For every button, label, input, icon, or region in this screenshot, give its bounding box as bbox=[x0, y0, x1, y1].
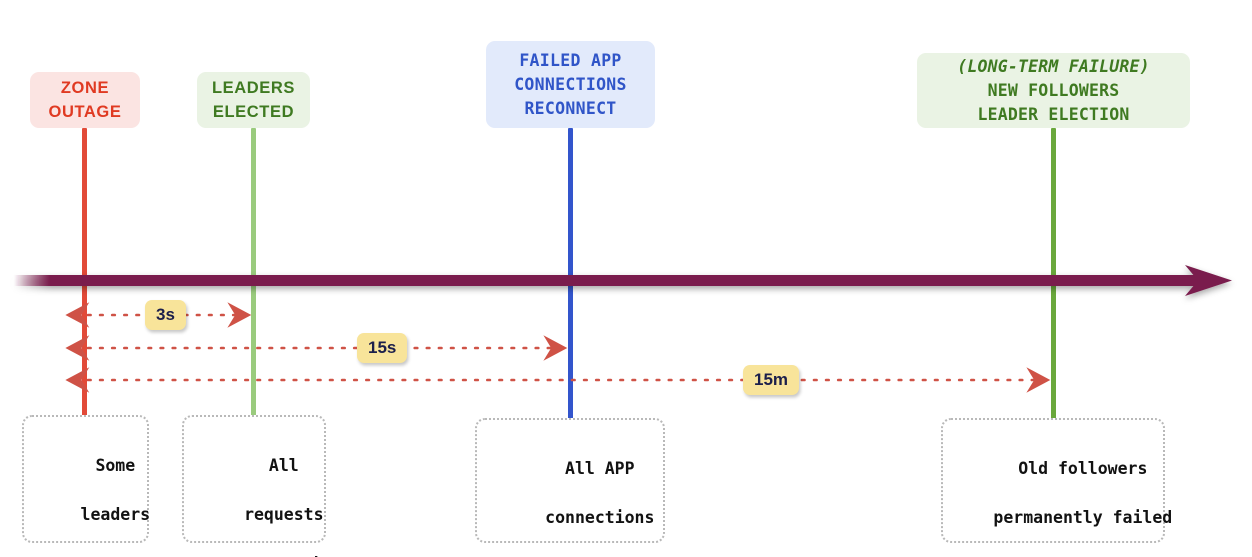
milestone-label-zone-outage: ZONE OUTAGE bbox=[30, 72, 140, 128]
detail-line: All APP bbox=[565, 458, 635, 478]
axis-arrowhead-icon bbox=[1185, 265, 1232, 296]
milestone-label-failed-app-connections: FAILED APP CONNECTIONS RECONNECT bbox=[486, 41, 655, 128]
duration-measure-3s bbox=[0, 302, 1252, 328]
detail-paragraph: All requests succeed bbox=[184, 429, 323, 557]
detail-line: Old followers bbox=[1018, 458, 1148, 478]
event-line-zone-outage bbox=[82, 128, 87, 422]
detail-line: Some bbox=[95, 455, 136, 475]
milestone-label-line: FAILED APP bbox=[519, 50, 622, 70]
milestone-label-line: ZONE bbox=[60, 79, 110, 97]
detail-line: not bbox=[100, 554, 130, 557]
detail-line: succeed bbox=[249, 554, 319, 557]
milestone-label-line: OUTAGE bbox=[48, 103, 122, 121]
duration-badge-15m: 15m bbox=[743, 365, 800, 395]
timeline-axis bbox=[0, 252, 1252, 308]
duration-measure-15m bbox=[0, 367, 1252, 393]
event-line-leaders-elected bbox=[251, 128, 256, 422]
detail-paragraph: All APP connections normal bbox=[486, 432, 655, 557]
detail-line: leaders bbox=[80, 504, 151, 524]
milestone-label-line: RECONNECT bbox=[524, 98, 617, 118]
duration-measure-15s bbox=[0, 335, 1252, 361]
detail-box-long-term-failure: Old followers permanently failed Tablets… bbox=[941, 418, 1172, 543]
duration-badge-15s: 15s bbox=[357, 333, 408, 363]
event-line-long-term-failure bbox=[1051, 128, 1056, 422]
detail-box-failed-app-connections: All APP connections normal bbox=[475, 418, 665, 557]
detail-line: All bbox=[268, 455, 299, 475]
axis-shaft bbox=[14, 275, 1206, 286]
axis-shaft-group bbox=[14, 265, 1232, 296]
detail-paragraph: Old followers permanently failed bbox=[934, 432, 1172, 555]
milestone-label-line: CONNECTIONS bbox=[514, 74, 627, 94]
detail-line: permanently failed bbox=[993, 507, 1173, 527]
milestone-label-line: LEADER ELECTION bbox=[977, 104, 1130, 124]
duration-badge-3s: 3s bbox=[145, 300, 186, 330]
event-line-failed-app-connections bbox=[568, 128, 573, 422]
milestone-label-long-term-failure: (LONG-TERM FAILURE) NEW FOLLOWERS LEADER… bbox=[917, 53, 1190, 128]
detail-line: requests bbox=[244, 504, 324, 524]
milestone-label-line: ELECTED bbox=[212, 103, 295, 121]
detail-box-leaders-elected: All requests succeed bbox=[182, 415, 326, 557]
detail-paragraph: Some leaders not responsive bbox=[6, 429, 165, 557]
milestone-label-line: (LONG-TERM FAILURE) bbox=[957, 56, 1150, 76]
timeline-axis-svg bbox=[14, 265, 1232, 296]
milestone-label-line: LEADERS bbox=[211, 79, 296, 97]
milestone-label-leaders-elected: LEADERS ELECTED bbox=[197, 72, 310, 128]
milestone-label-line: NEW FOLLOWERS bbox=[987, 80, 1120, 100]
detail-box-zone-outage: Some leaders not responsive bbox=[22, 415, 150, 557]
detail-line: connections bbox=[545, 507, 655, 527]
